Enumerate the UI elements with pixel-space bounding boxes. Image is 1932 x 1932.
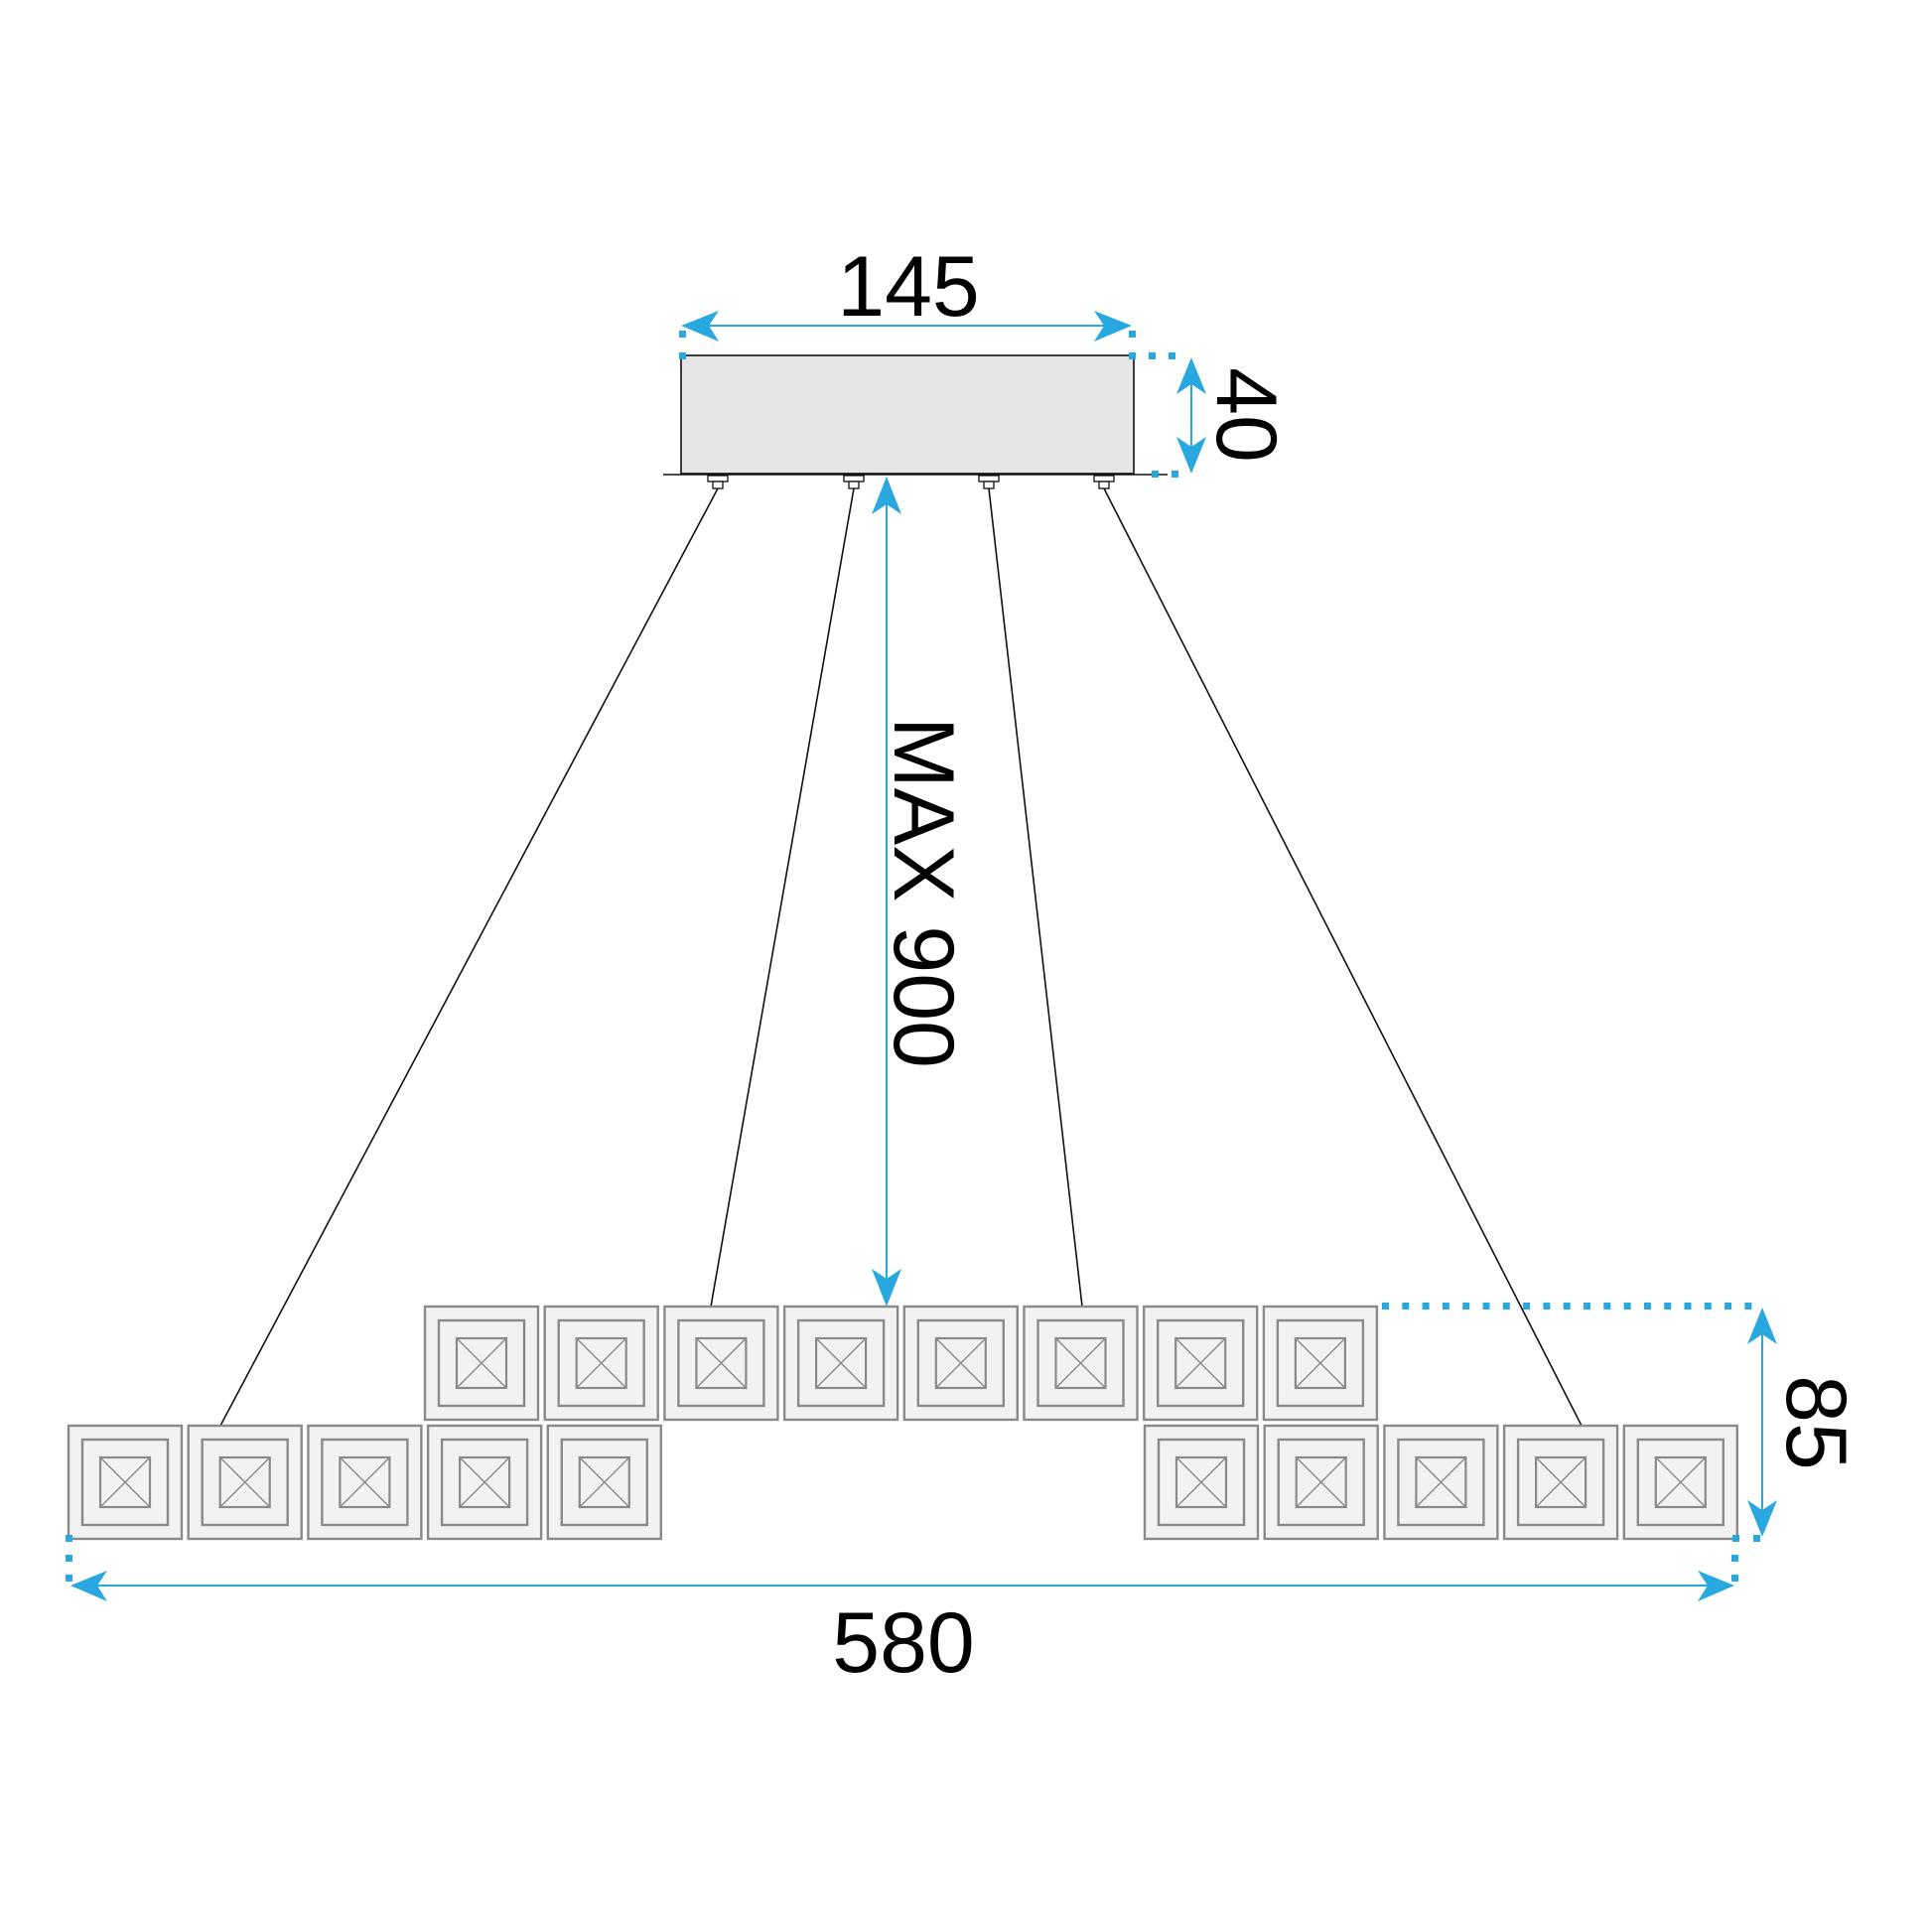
crystal-tile <box>782 1305 899 1422</box>
total-width-label: 580 <box>832 1595 975 1691</box>
crystal-tile <box>1622 1424 1739 1541</box>
crystal-tile <box>663 1305 779 1422</box>
crystal-tile <box>1262 1305 1379 1422</box>
crystal-tile <box>1263 1424 1379 1541</box>
wire-connector <box>707 475 729 489</box>
canopy-body <box>680 354 1135 475</box>
crystal-tile <box>902 1305 1019 1422</box>
top-row <box>423 1305 1379 1422</box>
crystal-tile <box>423 1305 540 1422</box>
canopy-height-label: 40 <box>1198 367 1294 463</box>
arrow-up-icon <box>1176 357 1206 394</box>
crystal-tile <box>1383 1424 1499 1541</box>
arrow-down-icon <box>1176 437 1206 474</box>
ceiling-canopy <box>663 354 1168 489</box>
wire-connector <box>843 475 865 489</box>
wire-connectors <box>707 475 1115 489</box>
crystal-tile <box>1143 1424 1260 1541</box>
crystal-tile <box>1502 1424 1619 1541</box>
canopy-width-label: 145 <box>837 239 980 335</box>
bottom-left-row <box>67 1424 662 1541</box>
suspension-wire <box>710 487 855 1308</box>
wire-connector <box>1093 475 1115 489</box>
arrow-down-icon <box>872 1269 901 1307</box>
arrow-up-icon <box>872 477 901 514</box>
dimension-canopy-width: 145 <box>679 239 1136 359</box>
arrow-down-icon <box>1747 1500 1777 1537</box>
crystal-tile <box>1142 1305 1259 1422</box>
crystal-tile <box>1023 1305 1139 1422</box>
suspension-length-label: MAX 900 <box>876 717 971 1068</box>
lamp-height-label: 85 <box>1768 1375 1863 1470</box>
arrow-up-icon <box>1747 1308 1777 1344</box>
crystal-tile <box>187 1424 303 1541</box>
bottom-right-row <box>1143 1424 1739 1541</box>
crystal-tile <box>546 1424 662 1541</box>
suspension-wires <box>219 487 1583 1427</box>
arrow-left-icon <box>681 311 719 342</box>
suspension-wire <box>988 487 1083 1308</box>
extension-line-top <box>1382 1303 1752 1310</box>
arrow-left-icon <box>70 1571 107 1601</box>
suspension-wire <box>219 487 719 1427</box>
arrow-right-icon <box>1094 311 1132 342</box>
dimension-lamp-height: 85 <box>1382 1303 1863 1542</box>
wire-connector <box>978 475 1000 489</box>
suspension-wire <box>1103 487 1583 1427</box>
crystal-tile-rows <box>67 1305 1739 1541</box>
crystal-tile <box>426 1424 543 1541</box>
crystal-tile <box>307 1424 423 1541</box>
crystal-tile <box>67 1424 184 1541</box>
dimension-suspension-length: MAX 900 <box>872 477 971 1307</box>
arrow-right-icon <box>1698 1571 1734 1601</box>
crystal-tile <box>543 1305 659 1422</box>
dimension-canopy-height: 40 <box>1149 352 1294 478</box>
dimension-total-width: 580 <box>66 1535 1738 1691</box>
